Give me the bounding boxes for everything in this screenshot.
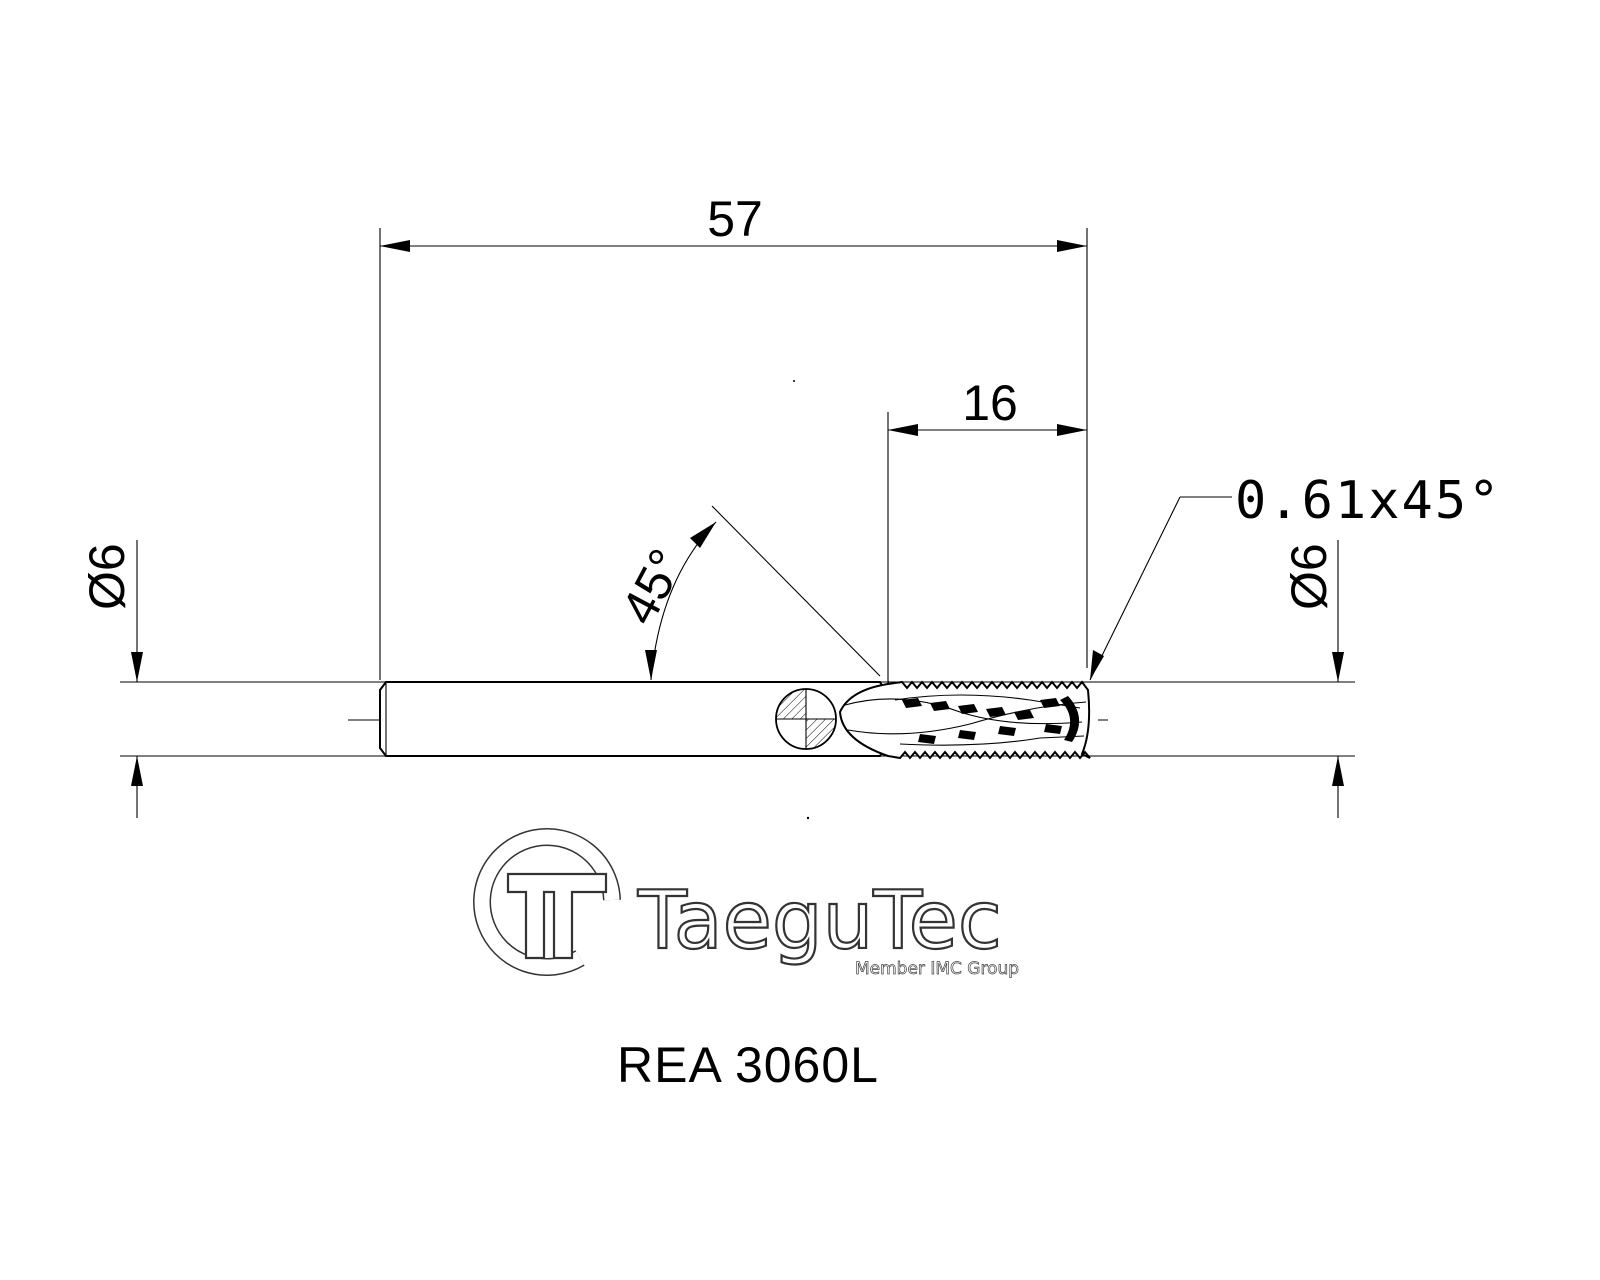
flute-length-dimension: 16	[887, 375, 1087, 685]
logo-emblem-th	[506, 872, 608, 960]
shank-diameter-label: Ø6	[79, 543, 135, 610]
cutting-diameter-dimension: Ø6	[1281, 540, 1344, 818]
logo-brand-text: TaeguTec	[637, 874, 1002, 967]
section-symbol	[775, 688, 837, 750]
end-mill-flutes	[838, 680, 1091, 760]
flute-length-label: 16	[962, 375, 1018, 431]
shank-diameter-dimension: Ø6	[79, 540, 143, 818]
overall-length-label: 57	[707, 191, 763, 247]
angle-label: 45°	[610, 540, 695, 633]
taegutec-logo: TaeguTec Member IMC Group	[473, 827, 1019, 979]
part-number: REA 3060L	[617, 1037, 879, 1093]
logo-tagline: Member IMC Group	[855, 959, 1019, 979]
angle-dimension: 45°	[610, 505, 881, 681]
overall-length-dimension: 57	[379, 191, 1088, 680]
chamfer-callout: 0.61x45°	[1089, 471, 1501, 681]
cutting-diameter-label: Ø6	[1281, 543, 1337, 610]
chamfer-label: 0.61x45°	[1235, 471, 1501, 531]
